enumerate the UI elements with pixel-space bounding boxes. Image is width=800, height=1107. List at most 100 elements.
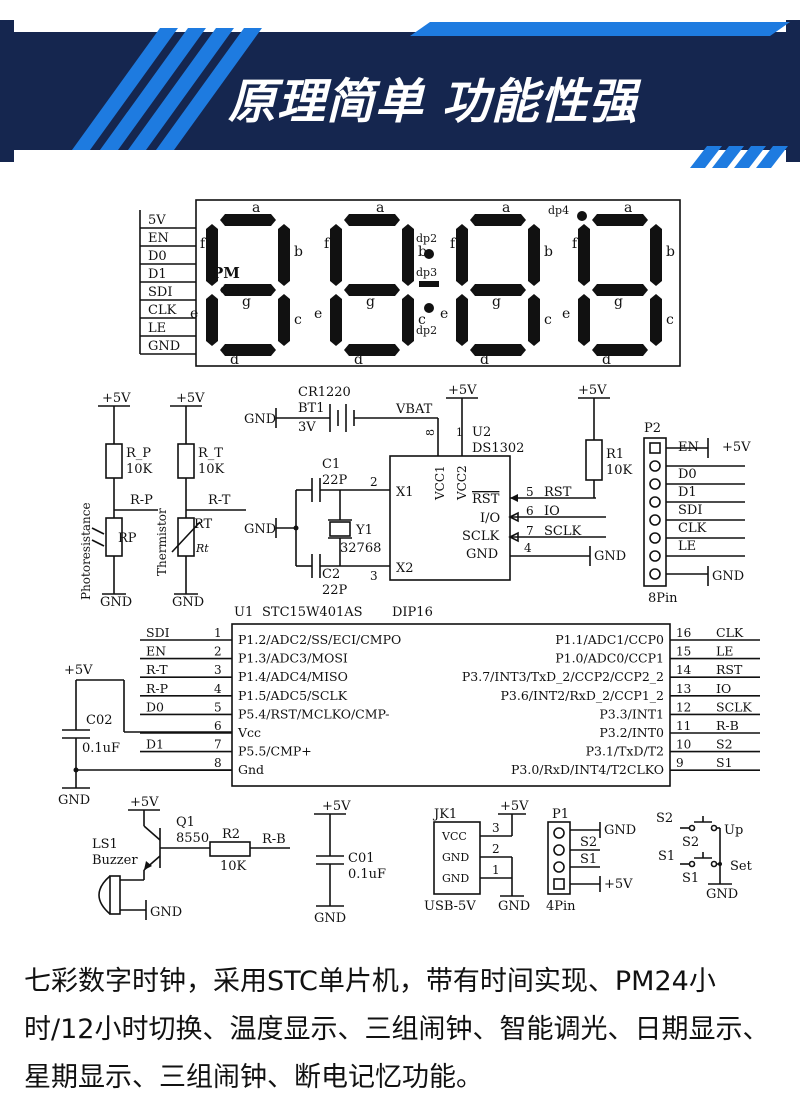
net-label: SCLK [544, 524, 581, 539]
mcu-pin-number: 13 [676, 682, 691, 696]
display-pin-label: LE [148, 321, 166, 336]
segment-label-b: b [418, 244, 427, 260]
display-pin-label: SDI [148, 285, 172, 300]
resistor-ref: R2 [222, 827, 240, 842]
capacitor-c01: +5V C01 0.1uF GND [314, 799, 386, 926]
segment-label-g: g [366, 294, 375, 310]
segment-label-f: f [324, 236, 331, 252]
p2-pin-label: SDI [678, 503, 702, 518]
mcu-net-label: S1 [716, 755, 733, 770]
mcu-net-label: S2 [716, 737, 733, 752]
colon-dot-top [424, 249, 434, 259]
gnd-pin: GND [466, 547, 498, 562]
display-pin-label: D0 [148, 249, 167, 264]
segment-a [592, 214, 648, 226]
mcu-pin-name: P1.2/ADC2/SS/ECI/CMPO [238, 632, 401, 647]
usb-pin: VCC [441, 830, 467, 843]
p2-pin-label: GND [712, 569, 744, 584]
mcu-ref: U1 [234, 605, 253, 620]
p2-pin-label: D1 [678, 485, 697, 500]
gnd-label: GND [498, 899, 530, 914]
p1-pin: +5V [604, 877, 633, 892]
sclk-pin: SCLK [462, 529, 499, 544]
vcc-label: +5V [64, 663, 93, 678]
banner-background [0, 20, 800, 168]
rtc-circuit: CR1220 BT1 3V GND VBAT 8 +5V 1 U2 DS1302… [244, 383, 633, 598]
segment-label-b: b [544, 244, 553, 260]
segment-label-a: a [624, 200, 632, 216]
dp4-label: dp4 [548, 204, 569, 217]
buzzer-symbol [109, 875, 121, 915]
vcc-label: +5V [102, 391, 131, 406]
mcu-net-label: D1 [146, 737, 164, 752]
segment-label-b: b [666, 244, 675, 260]
segment-d [470, 344, 526, 356]
segment-label-d: d [230, 352, 239, 368]
net-label: RST [544, 485, 572, 500]
resistor-value: 10K [220, 859, 247, 874]
vcc-label: +5V [130, 795, 159, 810]
buzzer-ref: LS1 [92, 837, 118, 852]
segment-e [578, 294, 590, 346]
mcu-pin-number: 11 [676, 719, 691, 733]
mcu-net-label: R-B [716, 718, 739, 733]
usb-label: USB-5V [424, 899, 476, 914]
crystal-y1 [329, 521, 351, 537]
switch-circuit: S2 S2 Up S1 S1 Set GND [656, 811, 753, 902]
segment-d [344, 344, 400, 356]
mcu-part: STC15W401AS [262, 605, 363, 620]
cap-value: 0.1uF [82, 741, 120, 756]
colon-bar [419, 281, 439, 287]
mcu-pin-number: 16 [676, 626, 691, 640]
part-label: RT [194, 517, 213, 532]
cap-value: 22P [322, 473, 348, 488]
segment-e [330, 294, 342, 346]
switch-up-label: Up [724, 823, 743, 838]
mcu-pin-name: P3.2/INT0 [599, 725, 664, 740]
segment-f [206, 224, 218, 286]
gnd-label: GND [314, 911, 346, 926]
banner-title: 原理简单 功能性强 [228, 74, 638, 130]
product-description: 七彩数字时钟，采用STC单片机，带有时间实现、PM24小时/12小时切换、温度显… [24, 966, 770, 1093]
transistor-part: 8550 [176, 831, 209, 846]
net-label: IO [544, 504, 560, 519]
dp4-dot [577, 211, 587, 221]
ds1302-chip [389, 455, 511, 581]
p2-pin-label: CLK [678, 521, 707, 536]
mcu-pin-number: 14 [676, 663, 692, 677]
p2-pin-label: D0 [678, 467, 697, 482]
segment-b [650, 224, 662, 286]
display-pin-lines [139, 210, 196, 355]
segment-label-f: f [200, 236, 207, 252]
cap-value: 22P [322, 583, 348, 598]
battery-ref: BT1 [298, 401, 325, 416]
part-label: RP [118, 531, 137, 546]
p2-pin-label: EN [678, 440, 699, 455]
colon-dot-bottom [424, 303, 434, 313]
segment-b [528, 224, 540, 286]
mcu-pin-name: P1.0/ADC0/CCP1 [555, 651, 664, 666]
title-banner: 原理简单 功能性强 [0, 0, 800, 185]
segment-g [470, 284, 526, 296]
mcu-pin-name: P5.5/CMP+ [238, 744, 312, 759]
segment-c [402, 294, 414, 346]
mcu-pin-name: Vcc [237, 725, 261, 740]
p2-pin-circle [649, 496, 661, 508]
mcu-pin-number: 15 [676, 645, 691, 659]
pin-number: 4 [524, 541, 532, 555]
pin-number: 8 [424, 429, 437, 436]
rst-pin: RST [472, 492, 500, 507]
pm-indicator: PM [212, 264, 240, 282]
cap-ref: C1 [322, 457, 340, 472]
crystal-ref: Y1 [355, 523, 373, 538]
mcu-net-label: D0 [146, 699, 164, 714]
vcc-label: +5V [448, 383, 477, 398]
switch-label: S2 [656, 811, 673, 826]
net-label: R-B [262, 832, 286, 847]
segment-d [592, 344, 648, 356]
vcc2-pin: VCC2 [455, 465, 469, 501]
